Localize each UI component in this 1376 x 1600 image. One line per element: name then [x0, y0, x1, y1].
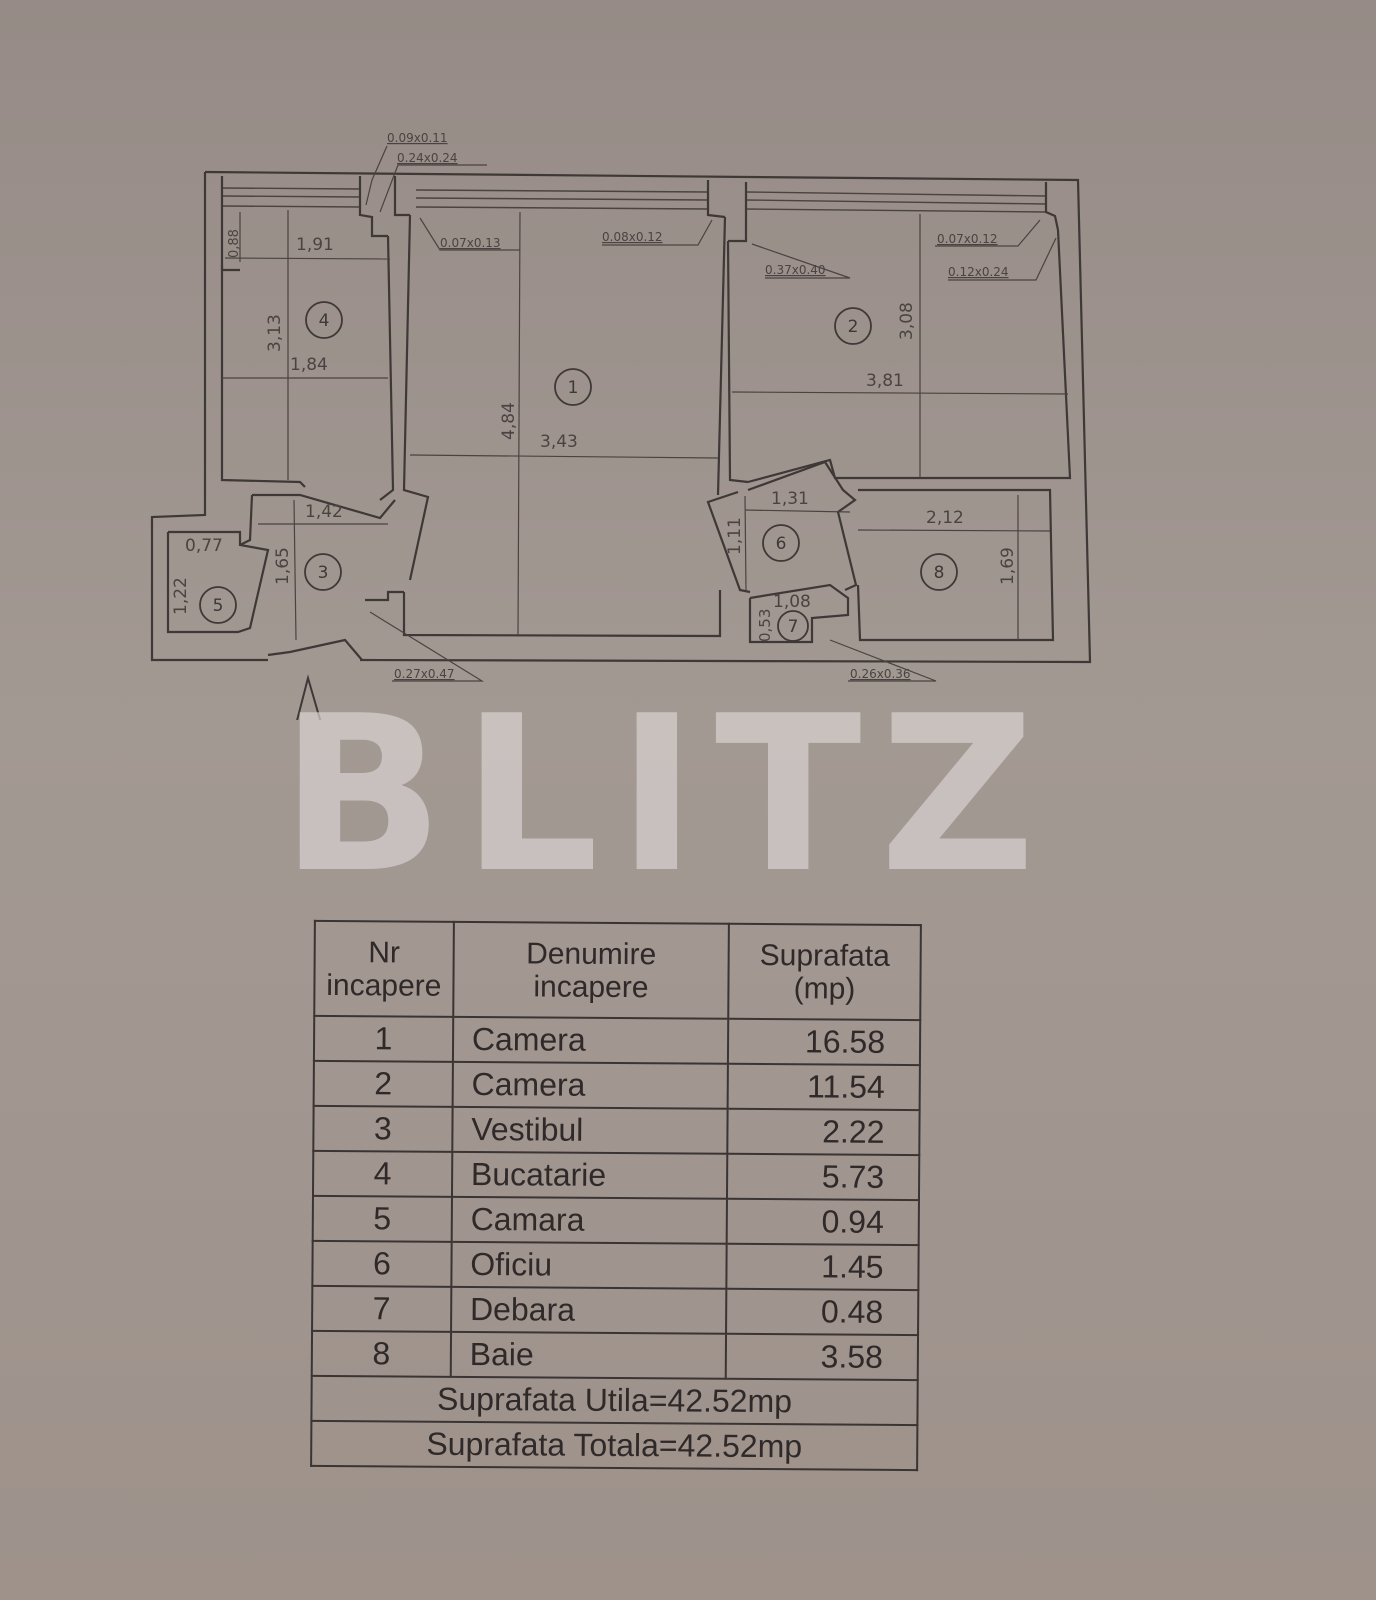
svg-text:1,08: 1,08: [773, 592, 811, 612]
svg-text:0,88: 0,88: [227, 229, 242, 258]
room-3-outline: [239, 493, 404, 661]
svg-text:2,12: 2,12: [926, 508, 964, 528]
room-number-4: 4: [305, 301, 343, 339]
room-4-outline: [220, 235, 395, 501]
dimension-lines: [222, 145, 1069, 682]
svg-text:1,84: 1,84: [290, 355, 328, 375]
svg-text:3,08: 3,08: [897, 302, 917, 340]
room-number-7: 7: [777, 610, 809, 642]
svg-text:6: 6: [776, 534, 787, 554]
svg-text:3,13: 3,13: [265, 314, 285, 352]
outer-walls: [150, 170, 1092, 664]
svg-text:0.12x0.24: 0.12x0.24: [948, 265, 1009, 279]
room-1-outline: [402, 214, 727, 638]
svg-text:0.07x0.13: 0.07x0.13: [440, 236, 501, 250]
svg-text:3: 3: [318, 563, 329, 583]
room-number-8: 8: [920, 553, 958, 591]
svg-text:0.08x0.12: 0.08x0.12: [602, 230, 663, 244]
svg-text:5: 5: [213, 596, 224, 616]
room-number-6: 6: [762, 524, 800, 562]
svg-text:1,69: 1,69: [998, 547, 1018, 585]
room-number-3: 3: [304, 553, 342, 591]
room-number-5: 5: [199, 586, 237, 624]
column-annotations: 0.09x0.11 0.24x0.24 0.07x0.13 0.08x0.12 …: [387, 131, 1009, 681]
svg-text:4,84: 4,84: [499, 402, 519, 440]
room-7-outline: [748, 583, 850, 644]
svg-text:0.24x0.24: 0.24x0.24: [397, 151, 458, 165]
svg-text:1,65: 1,65: [273, 547, 293, 585]
svg-text:0.09x0.11: 0.09x0.11: [387, 131, 448, 145]
svg-text:1,42: 1,42: [305, 502, 343, 522]
svg-text:0.27x0.47: 0.27x0.47: [394, 667, 455, 681]
room-6-outline: [706, 460, 858, 594]
total-useful-area-row: Suprafata Utila=42.52mp: [311, 1375, 918, 1426]
room-number-1: 1: [554, 368, 592, 406]
floor-plan: 4 1 2 3 5 6 7 8 1,91 1,84 3,13 0,88 3,43…: [150, 131, 1092, 720]
header-area: Suprafata(mp): [728, 923, 921, 1021]
svg-text:0,77: 0,77: [185, 536, 223, 556]
svg-text:1,91: 1,91: [296, 235, 334, 255]
svg-text:3,43: 3,43: [540, 432, 578, 452]
svg-text:2: 2: [848, 317, 859, 337]
total-area-row: Suprafata Totala=42.52mp: [311, 1420, 918, 1471]
svg-text:1: 1: [568, 378, 579, 398]
svg-text:4: 4: [319, 311, 330, 331]
room-number-2: 2: [834, 307, 872, 345]
room-5-outline: [166, 530, 270, 634]
svg-text:0.26x0.36: 0.26x0.36: [850, 667, 911, 681]
svg-text:0.37x0.40: 0.37x0.40: [765, 263, 826, 277]
entrance-arrow-icon: [296, 674, 322, 720]
svg-text:1,22: 1,22: [171, 577, 191, 615]
svg-text:8: 8: [934, 563, 945, 583]
watermark-logo: BLITZ: [280, 705, 1054, 885]
svg-text:3,81: 3,81: [866, 371, 904, 391]
svg-text:1,11: 1,11: [725, 517, 745, 555]
dimension-labels: 1,91 1,84 3,13 0,88 3,43 4,84 3,81 3,08 …: [171, 229, 1018, 642]
svg-text:1,31: 1,31: [771, 489, 809, 509]
room-8-outline: [856, 488, 1055, 642]
svg-text:7: 7: [788, 617, 799, 637]
svg-text:0.07x0.12: 0.07x0.12: [937, 232, 998, 246]
svg-text:0,53: 0,53: [756, 609, 774, 642]
